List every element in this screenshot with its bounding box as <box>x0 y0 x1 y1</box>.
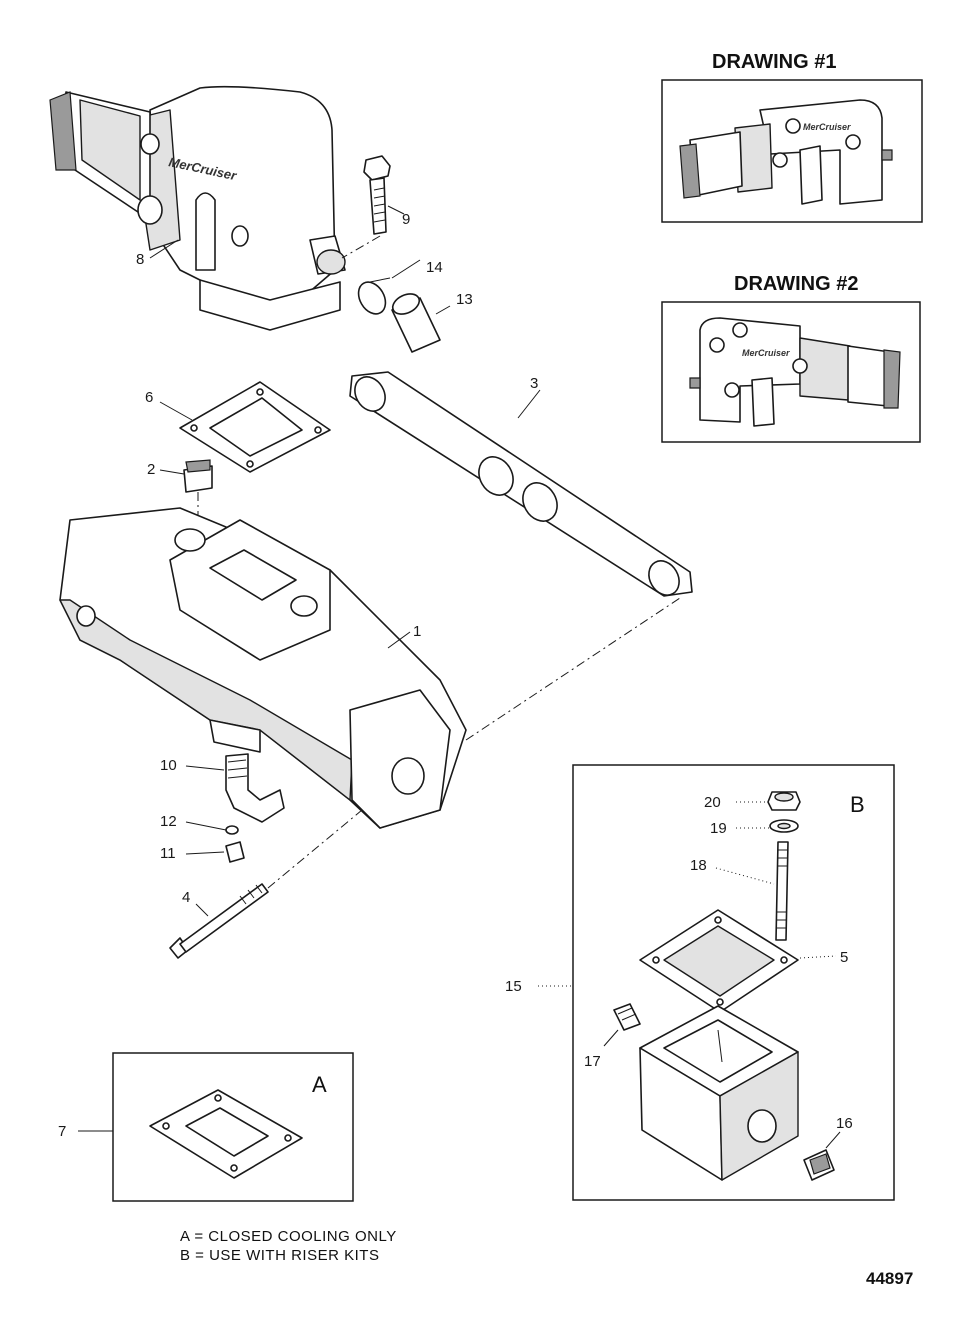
drawing-1-inset: DRAWING #1 MerCruiser <box>661 51 923 223</box>
stud-part-18: 18 <box>690 841 789 941</box>
drawing-1-frame <box>661 79 923 223</box>
callout-4: 4 <box>182 889 190 906</box>
hose-clamp-part-14: 14 <box>357 259 443 315</box>
box-a-frame <box>112 1052 354 1202</box>
elbow-fitting-part-10: 10 <box>160 753 285 823</box>
callout-11: 11 <box>160 845 176 862</box>
plug-part-16: 16 <box>803 1115 853 1181</box>
bolt-part-9: 9 <box>341 155 410 259</box>
gasket-part-6: 6 <box>145 381 331 473</box>
callout-5: 5 <box>840 949 848 966</box>
nut-part-20: 20 <box>704 791 801 811</box>
callout-13: 13 <box>456 291 473 308</box>
o-ring-part-12: 12 <box>160 813 239 835</box>
box-b-frame <box>572 764 895 1201</box>
box-a-closed-cooling: A 7 <box>58 1052 354 1202</box>
callout-19: 19 <box>710 820 727 837</box>
callout-15: 15 <box>505 978 522 995</box>
drawing-2-elbow-illustration: MerCruiser <box>689 317 901 427</box>
manifold-gasket-part-3: 3 <box>349 371 693 597</box>
callout-20: 20 <box>704 794 721 811</box>
long-bolt-part-4: 4 <box>169 809 363 959</box>
plug-part-17: 17 <box>584 1003 641 1070</box>
exhaust-elbow-part: MerCruiser 8 <box>49 85 346 331</box>
plug-part-2: 2 <box>147 459 213 528</box>
callout-10: 10 <box>160 757 177 774</box>
legend: A = CLOSED COOLING ONLY B = USE WITH RIS… <box>180 1228 397 1264</box>
callout-18: 18 <box>690 857 707 874</box>
riser-block <box>639 1005 799 1181</box>
callout-12: 12 <box>160 813 177 830</box>
callout-9: 9 <box>402 211 410 228</box>
drawing-1-elbow-illustration: MerCruiser <box>679 99 893 205</box>
drawing-2-brand-mark: MerCruiser <box>742 348 790 358</box>
callout-17: 17 <box>584 1053 601 1070</box>
callout-6: 6 <box>145 389 153 406</box>
callout-3: 3 <box>530 375 538 392</box>
callout-14: 14 <box>426 259 443 276</box>
gasket-part-5: 5 <box>639 909 848 1013</box>
drawing-1-title: DRAWING #1 <box>712 51 836 73</box>
box-b-riser-kit: B 20 19 18 5 <box>505 764 895 1201</box>
legend-line-b: B = USE WITH RISER KITS <box>180 1247 379 1264</box>
drawing-2-inset: DRAWING #2 MerCruiser <box>661 273 921 443</box>
drawing-2-title: DRAWING #2 <box>734 273 858 295</box>
callout-1: 1 <box>413 623 421 640</box>
gasket-part-7 <box>149 1089 303 1179</box>
box-b-letter: B <box>850 792 865 817</box>
callout-2: 2 <box>147 461 155 478</box>
figure-number: 44897 <box>866 1269 913 1288</box>
callout-16: 16 <box>836 1115 853 1132</box>
drawing-2-frame <box>661 301 921 443</box>
exhaust-manifold-part-1: 1 <box>59 507 681 829</box>
legend-line-a: A = CLOSED COOLING ONLY <box>180 1228 397 1245</box>
hose-part-13: 13 <box>391 291 473 353</box>
box-a-letter: A <box>312 1072 327 1097</box>
callout-7: 7 <box>58 1123 66 1140</box>
callout-8: 8 <box>136 251 144 268</box>
drawing-1-brand-mark: MerCruiser <box>803 122 851 132</box>
washer-part-19: 19 <box>710 819 799 837</box>
drain-valve-part-11: 11 <box>160 841 245 863</box>
